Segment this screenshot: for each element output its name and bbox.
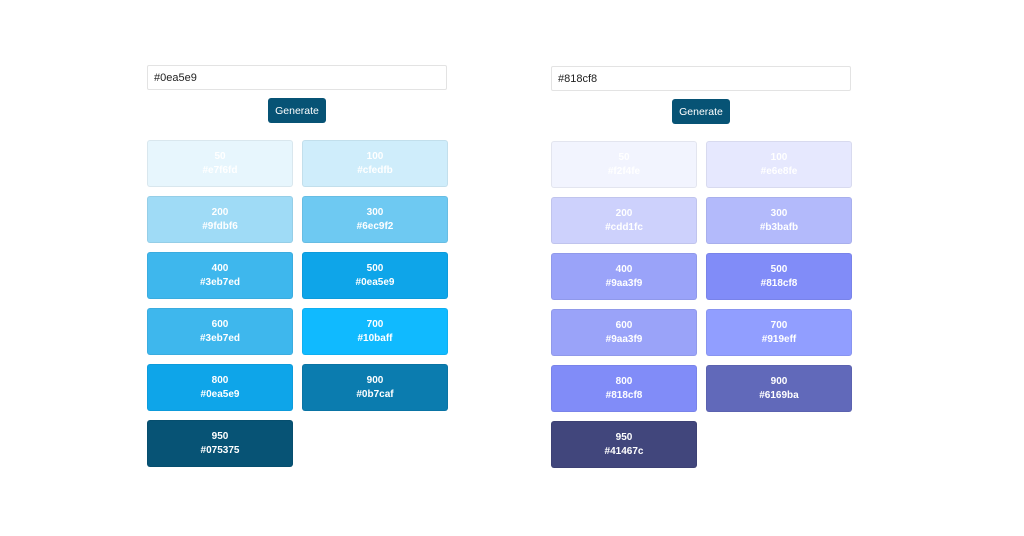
- swatch-shade-label: 800: [615, 375, 633, 387]
- swatch-shade-label: 950: [615, 431, 633, 443]
- color-swatch-600[interactable]: 600 #9aa3f9: [551, 309, 697, 356]
- swatch-hex-label: #9aa3f9: [605, 333, 643, 345]
- swatch-shade-label: 50: [214, 150, 226, 162]
- swatch-shade-label: 100: [366, 150, 384, 162]
- swatch-hex-label: #0b7caf: [356, 388, 394, 400]
- color-swatch-950[interactable]: 950 #41467c: [551, 421, 697, 468]
- swatch-hex-label: #cfedfb: [357, 164, 393, 176]
- swatch-hex-label: #e6e8fe: [760, 165, 798, 177]
- generate-button[interactable]: Generate: [268, 98, 326, 123]
- swatch-hex-label: #3eb7ed: [199, 276, 241, 288]
- swatch-shade-label: 900: [366, 374, 384, 386]
- color-swatch-50[interactable]: 50 #f2f4fe: [551, 141, 697, 188]
- swatch-hex-label: #818cf8: [760, 277, 798, 289]
- swatch-shade-label: 500: [770, 263, 788, 275]
- swatch-shade-label: 600: [211, 318, 229, 330]
- swatch-hex-label: #9aa3f9: [605, 277, 643, 289]
- swatch-shade-label: 300: [366, 206, 384, 218]
- swatch-shade-label: 500: [366, 262, 384, 274]
- swatch-shade-label: 100: [770, 151, 788, 163]
- swatch-hex-label: #9fdbf6: [202, 220, 238, 232]
- swatch-hex-label: #0ea5e9: [200, 388, 240, 400]
- swatch-shade-label: 400: [211, 262, 229, 274]
- color-swatch-300[interactable]: 300 #b3bafb: [706, 197, 852, 244]
- swatch-shade-label: 200: [211, 206, 229, 218]
- swatch-hex-label: #10baff: [357, 332, 393, 344]
- color-hex-input[interactable]: [551, 66, 851, 91]
- swatch-shade-label: 700: [366, 318, 384, 330]
- color-swatch-400[interactable]: 400 #3eb7ed: [147, 252, 293, 299]
- swatch-hex-label: #075375: [200, 444, 240, 456]
- color-hex-input[interactable]: [147, 65, 447, 90]
- generate-button[interactable]: Generate: [672, 99, 730, 124]
- color-swatch-800[interactable]: 800 #818cf8: [551, 365, 697, 412]
- color-swatch-900[interactable]: 900 #0b7caf: [302, 364, 448, 411]
- swatch-shade-label: 900: [770, 375, 788, 387]
- color-swatch-50[interactable]: 50 #e7f6fd: [147, 140, 293, 187]
- palette-panel-left: Generate 50 #e7f6fd 100 #cfedfb 200 #9fdbf6 30…: [147, 65, 448, 467]
- swatch-shade-label: 300: [770, 207, 788, 219]
- color-swatch-600[interactable]: 600 #3eb7ed: [147, 308, 293, 355]
- color-swatch-800[interactable]: 800 #0ea5e9: [147, 364, 293, 411]
- swatch-shade-label: 600: [615, 319, 633, 331]
- color-swatch-100[interactable]: 100 #cfedfb: [302, 140, 448, 187]
- swatch-hex-label: #6169ba: [759, 389, 799, 401]
- color-swatch-500[interactable]: 500 #0ea5e9: [302, 252, 448, 299]
- swatch-hex-label: #f2f4fe: [607, 165, 641, 177]
- swatch-shade-label: 950: [211, 430, 229, 442]
- color-swatch-700[interactable]: 700 #919eff: [706, 309, 852, 356]
- swatch-shade-label: 700: [770, 319, 788, 331]
- swatch-shade-label: 800: [211, 374, 229, 386]
- swatch-hex-label: #0ea5e9: [355, 276, 395, 288]
- swatch-hex-label: #b3bafb: [759, 221, 799, 233]
- swatch-shade-label: 200: [615, 207, 633, 219]
- swatch-hex-label: #3eb7ed: [199, 332, 241, 344]
- swatch-hex-label: #41467c: [604, 445, 644, 457]
- color-swatch-950[interactable]: 950 #075375: [147, 420, 293, 467]
- swatch-shade-label: 400: [615, 263, 633, 275]
- palette-panel-right: Generate 50 #f2f4fe 100 #e6e8fe 200 #cdd1fc 30…: [551, 66, 852, 468]
- swatch-hex-label: #6ec9f2: [356, 220, 394, 232]
- color-swatch-700[interactable]: 700 #10baff: [302, 308, 448, 355]
- color-swatch-100[interactable]: 100 #e6e8fe: [706, 141, 852, 188]
- swatch-hex-label: #cdd1fc: [605, 221, 643, 233]
- color-swatch-400[interactable]: 400 #9aa3f9: [551, 253, 697, 300]
- color-swatch-200[interactable]: 200 #9fdbf6: [147, 196, 293, 243]
- color-swatch-200[interactable]: 200 #cdd1fc: [551, 197, 697, 244]
- color-swatch-500[interactable]: 500 #818cf8: [706, 253, 852, 300]
- swatch-hex-label: #818cf8: [605, 389, 643, 401]
- swatch-hex-label: #919eff: [761, 333, 797, 345]
- color-swatch-300[interactable]: 300 #6ec9f2: [302, 196, 448, 243]
- swatch-hex-label: #e7f6fd: [202, 164, 238, 176]
- color-swatch-900[interactable]: 900 #6169ba: [706, 365, 852, 412]
- swatch-shade-label: 50: [618, 151, 630, 163]
